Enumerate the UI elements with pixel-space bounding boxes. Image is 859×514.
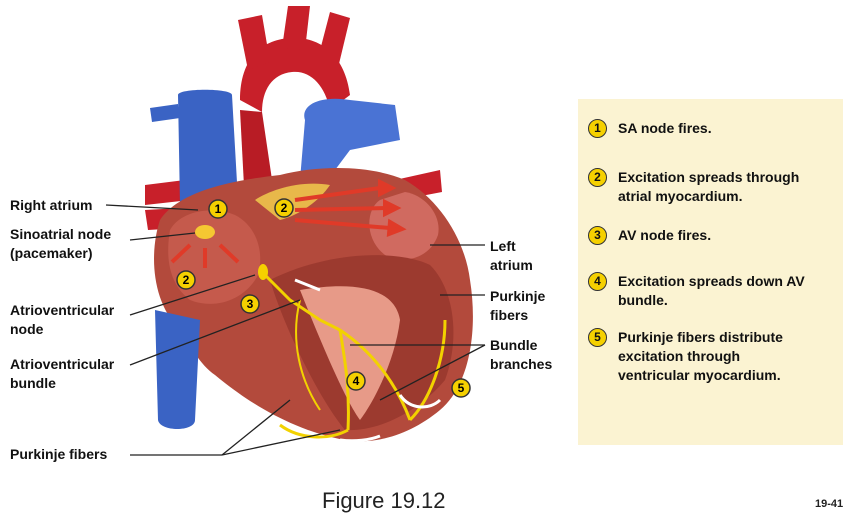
marker-1: 1	[208, 199, 228, 219]
marker-3: 3	[240, 294, 260, 314]
atrioventricular-node	[258, 264, 268, 280]
legend-step-1: 1 SA node fires.	[578, 119, 843, 138]
svg-text:2: 2	[183, 273, 190, 287]
figure-caption: Figure 19.12	[322, 488, 446, 513]
legend-step-2: 2 Excitation spreads through atrial myoc…	[578, 168, 843, 206]
step-number-badge: 5	[588, 328, 607, 347]
legend-step-4: 4 Excitation spreads down AV bundle.	[578, 272, 843, 310]
step-number-badge: 3	[588, 226, 607, 245]
marker-2-left: 2	[176, 270, 196, 290]
excitation-arrows	[170, 178, 407, 268]
sinoatrial-node	[195, 225, 215, 239]
inferior-vena-cava	[155, 310, 200, 429]
leader-lines	[105, 204, 486, 456]
conduction-system	[260, 270, 447, 439]
step-number-badge: 2	[588, 168, 607, 187]
page-number: 19-41	[815, 498, 844, 510]
heart-markers: 1 2 2 3 4 5	[176, 198, 471, 398]
marker-5: 5	[451, 378, 471, 398]
step-number-badge: 1	[588, 119, 607, 138]
pulmonary-trunk	[300, 98, 400, 190]
svg-text:4: 4	[353, 374, 360, 388]
superior-vena-cava	[178, 89, 238, 205]
heart-body	[154, 168, 473, 442]
ventricle-arrows	[294, 278, 442, 443]
legend-panel: 1 SA node fires. 2 Excitation spreads th…	[578, 99, 843, 445]
label-purkinje-fibers-left: Purkinje fibers	[10, 446, 108, 462]
svg-text:5: 5	[458, 381, 465, 395]
label-right-atrium: Right atrium	[10, 197, 93, 213]
svg-text:3: 3	[247, 297, 254, 311]
legend-step-3: 3 AV node fires.	[578, 226, 843, 245]
marker-2-top: 2	[274, 198, 294, 218]
step-number-badge: 4	[588, 272, 607, 291]
marker-4: 4	[346, 371, 366, 391]
svg-text:2: 2	[281, 201, 288, 215]
svg-text:1: 1	[215, 202, 222, 216]
legend-step-5: 5 Purkinje fibers distribute excitation …	[578, 328, 843, 385]
label-sinoatrial-node: Sinoatrial node(pacemaker)	[10, 226, 112, 261]
